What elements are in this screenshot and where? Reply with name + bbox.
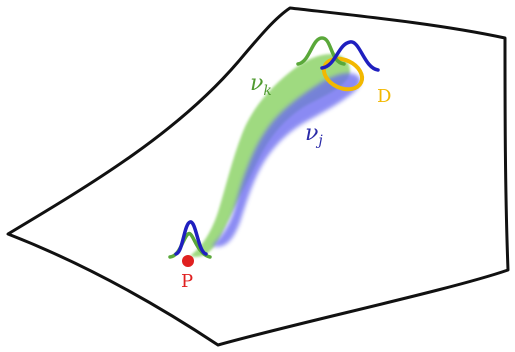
manifold-surface <box>6 6 510 347</box>
green-transport-path <box>190 54 351 257</box>
nu-j-label: νj <box>305 121 323 149</box>
blue-start-curve <box>174 220 208 256</box>
nu-k-label-subscript: k <box>263 83 271 99</box>
blue-end-curve <box>320 40 380 72</box>
nu-k-label: νk <box>250 71 272 99</box>
point-p-label: P <box>181 271 193 292</box>
point-p-marker <box>182 255 194 267</box>
nu-j-label-symbol: ν <box>305 121 318 146</box>
region-d-label: D <box>377 86 391 107</box>
nu-k-label-symbol: ν <box>250 71 263 96</box>
nu-j-label-subscript: j <box>315 133 323 149</box>
